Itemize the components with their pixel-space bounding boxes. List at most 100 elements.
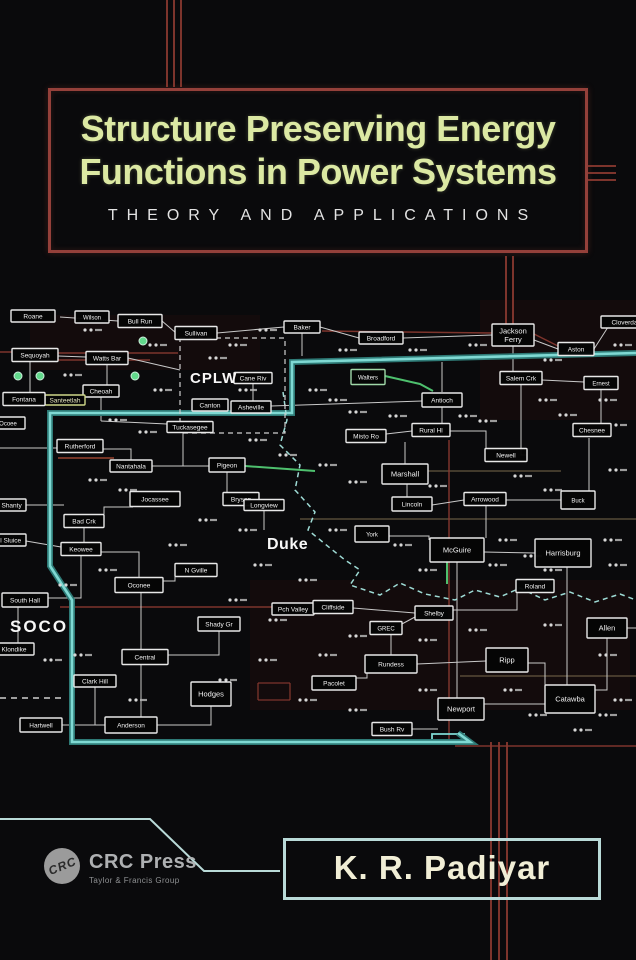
map-node: Walters — [350, 368, 386, 386]
transmission-line-w — [431, 499, 465, 506]
map-node-label: Watts Bar — [93, 355, 122, 362]
line-tap — [198, 518, 217, 522]
map-node-label: Cheoah — [90, 388, 113, 395]
transmission-line-w — [533, 339, 559, 350]
map-node-label: Aston — [568, 346, 585, 353]
line-tap — [253, 563, 272, 567]
map-node: Ocoee — [0, 416, 26, 430]
line-tap — [73, 653, 92, 657]
line-tap — [543, 623, 562, 627]
map-node-label: Ernest — [592, 381, 610, 387]
line-tap — [248, 438, 267, 442]
line-tap — [218, 678, 237, 682]
map-node: Hodges — [190, 681, 232, 707]
map-node-label: Buck — [571, 498, 585, 504]
transmission-line-w — [216, 326, 285, 334]
transmission-line-w — [127, 357, 181, 371]
line-tap — [118, 488, 137, 492]
map-node-label: Keowee — [69, 546, 93, 553]
map-node-label: N Gville — [185, 567, 208, 574]
line-tap — [128, 698, 147, 702]
transmission-line-w — [100, 420, 168, 425]
map-node-label: Marshall — [391, 469, 420, 478]
line-tap — [598, 398, 617, 402]
transmission-line-w — [94, 687, 105, 726]
map-node: Buck — [560, 490, 596, 510]
line-tap — [328, 398, 347, 402]
map-node-label: Nantahala — [116, 463, 146, 470]
line-tap — [148, 343, 167, 347]
line-tap — [298, 578, 317, 582]
map-node-label: Bull Run — [128, 318, 153, 325]
map-node-label: Hodges — [198, 689, 224, 698]
generator-dot — [138, 336, 148, 346]
transmission-line-w — [161, 320, 177, 334]
map-node: Roane — [10, 309, 56, 323]
line-tap — [393, 543, 412, 547]
line-tap — [208, 356, 227, 360]
map-node: Bad Crk — [63, 513, 105, 529]
map-node: GREC — [369, 620, 403, 636]
map-node: Misto Ro — [345, 428, 387, 444]
map-node-label: Bryson — [231, 496, 252, 503]
publisher-block: CRC CRC Press Taylor & Francis Group — [44, 848, 197, 885]
line-tap — [228, 343, 247, 347]
map-node-label: Cane Riv — [240, 375, 267, 382]
line-tap — [268, 618, 287, 622]
transmission-line-w — [319, 326, 360, 339]
transmission-line-r — [321, 330, 493, 334]
map-node: Broadford — [358, 331, 404, 345]
line-tap — [503, 688, 522, 692]
transmission-line-r — [533, 333, 559, 347]
map-node-label: Tuckasegee — [172, 424, 208, 431]
line-tap — [488, 563, 507, 567]
publisher-connector-line — [0, 818, 280, 872]
map-node: Bush Rv — [371, 721, 413, 737]
generator-dot — [13, 371, 23, 381]
map-node-label: York — [366, 532, 379, 538]
line-tap — [138, 430, 157, 434]
line-tap — [608, 563, 627, 567]
line-tap — [543, 358, 562, 362]
map-node-label: Cliffside — [321, 604, 344, 611]
map-region-label: SOCO — [10, 617, 68, 636]
map-node: Newport — [437, 697, 485, 721]
map-node: Harrisburg — [534, 538, 592, 568]
publisher-tagline: Taylor & Francis Group — [89, 876, 180, 885]
line-tap — [543, 568, 562, 572]
map-node: Cane Riv — [233, 371, 273, 385]
map-node-label: Sullivan — [185, 330, 208, 337]
map-node: Bull Run — [117, 313, 163, 329]
line-tap — [513, 474, 532, 478]
transmission-line-w — [541, 379, 585, 383]
map-node-label: McGuire — [443, 545, 471, 554]
map-node-label: South Hall — [10, 597, 41, 604]
transmission-line-g — [384, 375, 434, 392]
map-node-label: Sequoyah — [20, 352, 50, 359]
map-node: Cheoah — [82, 384, 120, 398]
map-node: Rundess — [364, 654, 418, 674]
map-node: Lincoln — [391, 496, 433, 512]
teal-boundary-line — [48, 351, 636, 744]
map-node-label: Roane — [23, 313, 43, 320]
transmission-line-w — [389, 535, 430, 540]
line-tap — [108, 418, 127, 422]
author-name: K. R. Padiyar — [333, 849, 551, 886]
transmission-line-w — [57, 355, 87, 358]
map-node-label: Central — [135, 654, 157, 661]
line-tap — [43, 658, 62, 662]
line-tap — [458, 414, 477, 418]
line-tap — [613, 698, 632, 702]
map-node-label: Antioch — [431, 397, 453, 404]
map-node-label: Rundess — [378, 661, 404, 668]
transmission-line-w — [101, 551, 140, 577]
line-tap — [428, 484, 447, 488]
map-node: Watts Bar — [85, 350, 129, 366]
transmission-line-w — [402, 334, 493, 339]
line-tap — [348, 708, 367, 712]
line-tap — [308, 388, 327, 392]
title-box: Structure Preserving Energy Functions in… — [48, 88, 588, 253]
map-node-label: Arrowood — [471, 496, 499, 503]
book-title-line1: Structure Preserving Energy — [80, 108, 556, 149]
